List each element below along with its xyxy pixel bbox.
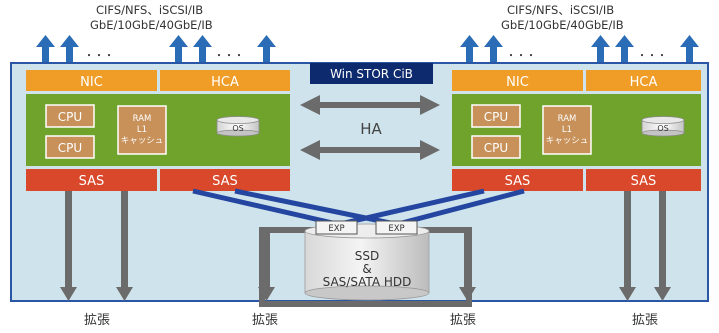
chassis-title-box xyxy=(310,63,433,84)
os-disk-icon-right xyxy=(641,116,685,137)
storage-enclosure: SSD & SAS/SATA HDD xyxy=(259,223,472,307)
sas-cables xyxy=(192,188,525,227)
cpu-label-right-1: CPU xyxy=(484,110,508,124)
sas-cable xyxy=(339,188,485,227)
hca-label-left: HCA xyxy=(211,75,239,90)
double-arrow-icon xyxy=(300,140,440,160)
nic-card-right xyxy=(452,70,583,91)
uplink-arrow-icon xyxy=(193,35,212,66)
expansion-label-2: 拡張 xyxy=(252,313,278,328)
uplink-arrow-icon xyxy=(591,35,610,66)
nic-label-right: NIC xyxy=(506,75,529,90)
controller-node-right: NIC HCA CPU CPU RAM L1 キャッシュ OS SAS SAS xyxy=(452,70,701,191)
cpu-block-left-2 xyxy=(45,135,95,159)
os-disk-icon-left xyxy=(216,116,260,137)
sas-label-left-2: SAS xyxy=(212,174,238,189)
hca-card-right xyxy=(586,70,701,91)
expander-box-left xyxy=(315,220,358,235)
controller-node-left: NIC HCA CPU CPU RAM L1 キャッシュ OS SAS SAS xyxy=(26,70,290,191)
uplink-arrow-icon xyxy=(484,35,503,66)
protocols-label-left-line2: GbE/10GbE/40GbE/IB xyxy=(90,18,213,32)
cpu-label-right-2: CPU xyxy=(484,141,508,155)
protocols-label-right-line2: GbE/10GbE/40GbE/IB xyxy=(501,18,624,32)
expansion-label-4: 拡張 xyxy=(632,313,658,328)
sas-controller-right-1 xyxy=(452,169,583,191)
cpu-block-right-2 xyxy=(471,135,521,159)
ha-link-arrows xyxy=(300,95,440,160)
expansion-arrow-icon xyxy=(258,232,275,301)
hca-label-right: HCA xyxy=(630,75,658,90)
uplink-arrow-icon xyxy=(460,35,479,66)
expander-label-right: EXP xyxy=(388,224,404,234)
l1-label-left: L1 xyxy=(137,125,147,135)
expansion-label-3: 拡張 xyxy=(450,313,476,328)
cpu-label-left-2: CPU xyxy=(58,141,82,155)
ram-label-right: RAM xyxy=(558,114,577,124)
os-label-left: OS xyxy=(232,124,243,133)
hca-card-left xyxy=(160,70,290,91)
sas-label-right-2: SAS xyxy=(631,174,657,189)
network-uplink-arrows-right xyxy=(460,35,699,66)
expansion-label-1: 拡張 xyxy=(84,313,110,328)
double-arrow-icon xyxy=(300,95,440,115)
storage-label-line2: & xyxy=(362,262,371,276)
uplink-arrow-icon xyxy=(680,35,699,66)
l1-label-right: L1 xyxy=(562,125,572,135)
nic-label-left: NIC xyxy=(80,75,103,90)
cpu-label-left-1: CPU xyxy=(58,110,82,124)
nic-card-left xyxy=(26,70,157,91)
expander-label-left: EXP xyxy=(328,224,344,234)
cpu-block-left-1 xyxy=(45,104,95,128)
sas-controller-left-2 xyxy=(160,169,290,191)
sas-cable xyxy=(192,188,338,227)
sas-controller-left-1 xyxy=(26,169,157,191)
protocols-label-left-line1: CIFS/NFS、iSCSI/IB xyxy=(96,3,203,17)
uplink-arrow-icon xyxy=(60,35,79,66)
ram-cache-block-left xyxy=(117,105,167,155)
expansion-arrow-icon xyxy=(619,191,636,301)
cache-label-right: キャッシュ xyxy=(546,136,589,146)
chassis-title: Win STOR CiB xyxy=(330,67,413,81)
expander-box-right xyxy=(375,220,418,235)
ram-cache-block-right xyxy=(542,105,592,155)
arrow-ellipsis-right-1: ・・・ xyxy=(506,51,536,62)
arrow-ellipsis-right-2: ・・・ xyxy=(637,51,667,62)
ram-label-left: RAM xyxy=(133,114,152,124)
protocols-label-right-line1: CIFS/NFS、iSCSI/IB xyxy=(507,3,614,17)
arrow-ellipsis-left-1: ・・・ xyxy=(84,51,114,62)
uplink-arrow-icon xyxy=(169,35,188,66)
expansion-arrow-icon xyxy=(60,191,77,301)
uplink-arrow-icon xyxy=(615,35,634,66)
sas-controller-right-2 xyxy=(586,169,701,191)
sas-cable xyxy=(397,188,525,227)
cpu-block-right-1 xyxy=(471,104,521,128)
expansion-arrow-icon xyxy=(459,232,476,301)
sas-label-left-1: SAS xyxy=(79,174,105,189)
sas-label-right-1: SAS xyxy=(505,174,531,189)
network-uplink-arrows-left xyxy=(36,35,276,66)
cache-label-left: キャッシュ xyxy=(121,136,164,146)
disk-array-icon xyxy=(304,223,430,301)
uplink-arrow-icon xyxy=(257,35,276,66)
expansion-arrow-icon xyxy=(654,191,671,301)
arrow-ellipsis-left-2: ・・・ xyxy=(214,51,244,62)
ha-label: HA xyxy=(360,120,382,138)
expansion-arrows xyxy=(60,191,671,301)
storage-label-line3: SAS/SATA HDD xyxy=(323,275,412,289)
os-label-right: OS xyxy=(657,124,668,133)
uplink-arrow-icon xyxy=(36,35,55,66)
expansion-arrow-icon xyxy=(116,191,133,301)
storage-label-line1: SSD xyxy=(355,249,379,263)
